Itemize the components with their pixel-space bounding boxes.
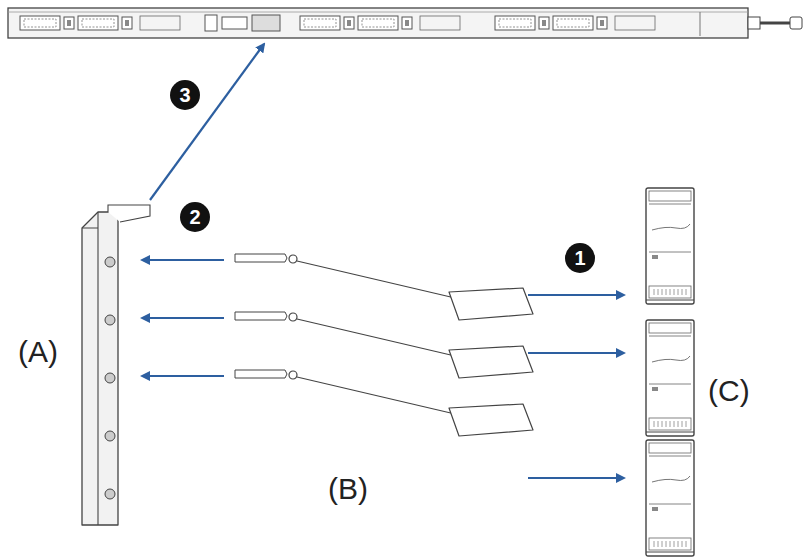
callout-text: 2 <box>189 207 200 227</box>
part-label: (C) <box>708 376 750 406</box>
callout-text: 3 <box>179 85 190 105</box>
callout-number: 2 <box>180 202 210 232</box>
callout-number: 3 <box>170 80 200 110</box>
callout-text: 1 <box>574 248 585 268</box>
callout-number: 1 <box>565 243 595 273</box>
part-label: (A) <box>18 337 58 367</box>
part-label: (B) <box>328 474 368 504</box>
